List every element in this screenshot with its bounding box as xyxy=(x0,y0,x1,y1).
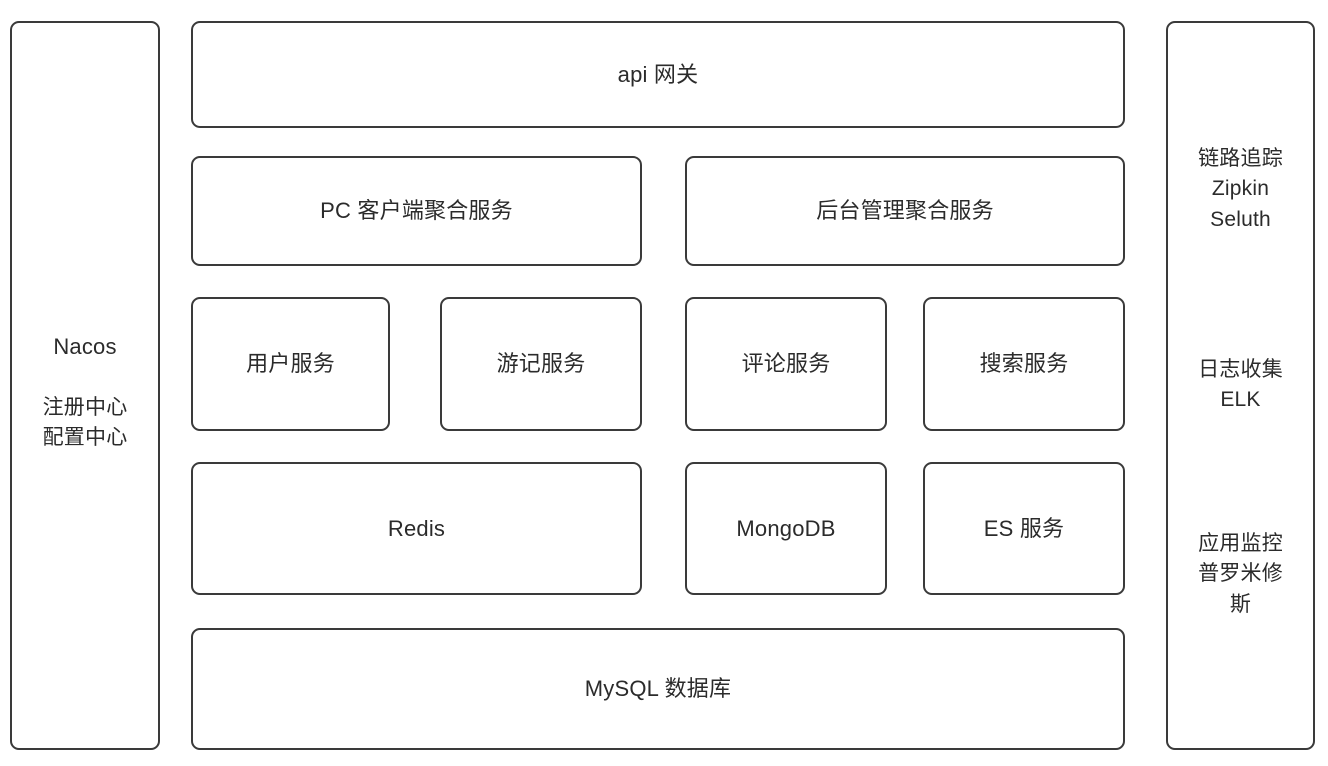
panel-observability[interactable]: 链路追踪 Zipkin Seluth 日志收集 ELK 应用监控 普罗米修 斯 xyxy=(1166,21,1315,750)
box-comment-service[interactable]: 评论服务 xyxy=(685,297,887,431)
box-travel-note-service[interactable]: 游记服务 xyxy=(440,297,642,431)
user-service-label: 用户服务 xyxy=(246,351,335,377)
nacos-title: Nacos xyxy=(53,334,117,359)
box-api-gateway[interactable]: api 网关 xyxy=(191,21,1125,128)
comment-service-label: 评论服务 xyxy=(741,351,831,377)
panel-nacos[interactable]: Nacos 注册中心 配置中心 xyxy=(10,21,160,750)
travel-note-service-label: 游记服务 xyxy=(496,351,586,377)
es-service-label: ES 服务 xyxy=(983,515,1065,541)
tracing-line-2: Zipkin xyxy=(1211,177,1270,201)
nacos-subtitle: 注册中心 配置中心 xyxy=(12,393,158,454)
mysql-database-label: MySQL 数据库 xyxy=(584,676,732,702)
logging-line-2: ELK xyxy=(1220,388,1261,412)
box-mongodb[interactable]: MongoDB xyxy=(685,462,887,595)
admin-aggregation-label: 后台管理聚合服务 xyxy=(816,198,994,224)
tracing-line-3: Seluth xyxy=(1210,207,1271,231)
monitoring-line-1: 应用监控 xyxy=(1198,532,1283,555)
monitoring-line-3: 斯 xyxy=(1229,592,1252,616)
box-redis[interactable]: Redis xyxy=(191,462,642,595)
monitoring-line-2: 普罗米修 xyxy=(1198,562,1283,586)
logging-block: 日志收集 ELK xyxy=(1168,355,1313,416)
pc-client-aggregation-label: PC 客户端聚合服务 xyxy=(320,198,513,224)
nacos-line-2: 配置中心 xyxy=(42,426,128,450)
monitoring-block: 应用监控 普罗米修 斯 xyxy=(1168,529,1313,620)
box-admin-aggregation-service[interactable]: 后台管理聚合服务 xyxy=(685,156,1125,266)
redis-label: Redis xyxy=(387,515,446,541)
api-gateway-label: api 网关 xyxy=(617,61,699,87)
box-pc-client-aggregation-service[interactable]: PC 客户端聚合服务 xyxy=(191,156,642,266)
search-service-label: 搜索服务 xyxy=(979,351,1069,377)
logging-line-1: 日志收集 xyxy=(1198,358,1283,381)
mongodb-label: MongoDB xyxy=(736,515,836,541)
box-mysql-database[interactable]: MySQL 数据库 xyxy=(191,628,1125,750)
nacos-line-1: 注册中心 xyxy=(42,396,128,419)
box-es-service[interactable]: ES 服务 xyxy=(923,462,1125,595)
tracing-line-1: 链路追踪 xyxy=(1198,147,1283,170)
tracing-block: 链路追踪 Zipkin Seluth xyxy=(1168,144,1313,235)
box-search-service[interactable]: 搜索服务 xyxy=(923,297,1125,431)
box-user-service[interactable]: 用户服务 xyxy=(191,297,390,431)
